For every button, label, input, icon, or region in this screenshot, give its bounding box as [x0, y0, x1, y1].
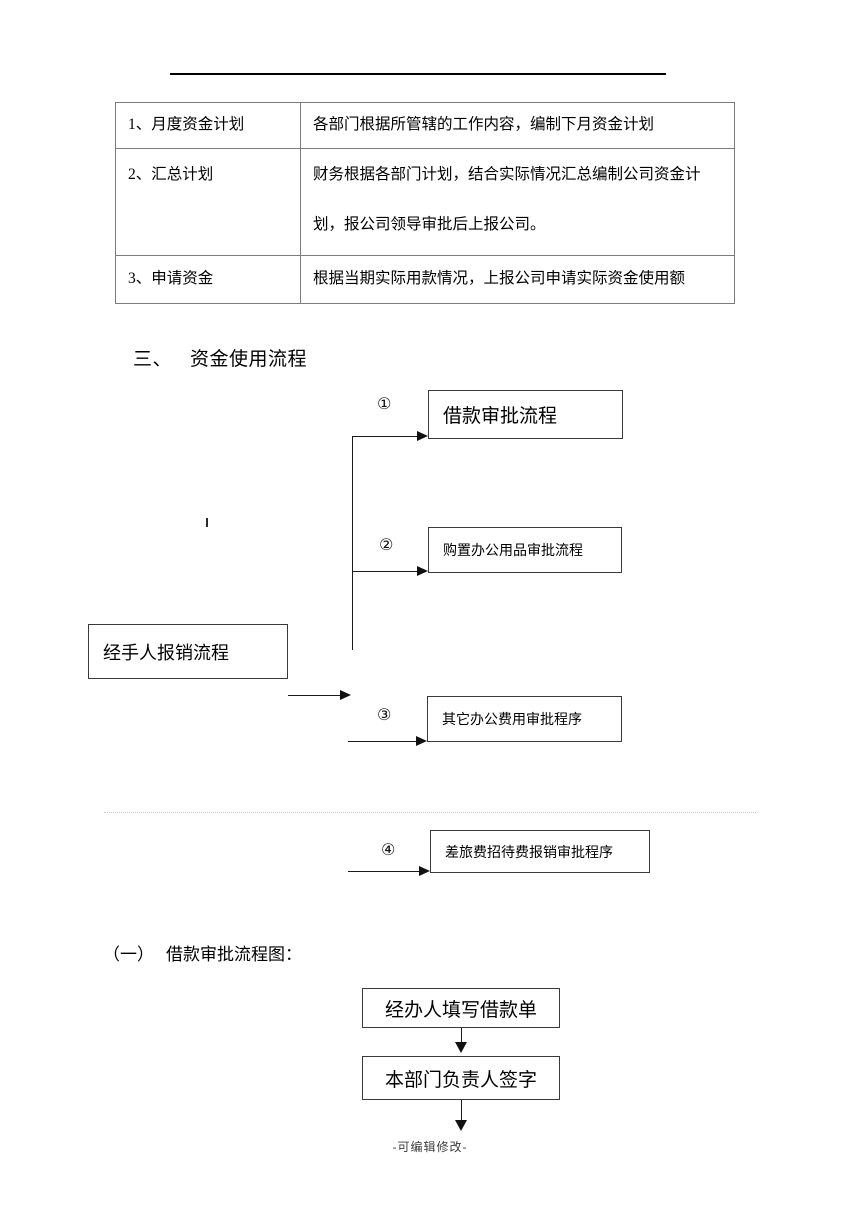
table-row: 3、申请资金 根据当期实际用款情况，上报公司申请实际资金使用额: [115, 255, 735, 304]
flow-step-fill-loan-form: 经办人填写借款单: [362, 988, 560, 1028]
arrow-to-box-1: [417, 431, 428, 441]
funding-plan-table: 1、月度资金计划 各部门根据所管辖的工作内容，编制下月资金计划 2、汇总计划 财…: [115, 102, 735, 304]
subsection-heading-one: （一） 借款审批流程图：: [103, 940, 302, 965]
table-cell-content: 根据当期实际用款情况，上报公司申请实际资金使用额: [300, 255, 735, 304]
table-cell-label: 1、月度资金计划: [115, 102, 301, 149]
arrow-to-box-3: [416, 736, 427, 746]
branch-marker-1: ①: [377, 394, 392, 413]
connector-branch2-horizontal: [352, 571, 417, 572]
connector-step2-outflow: [461, 1100, 462, 1122]
flow-box-other-expense-approval: 其它办公费用审批程序: [427, 696, 622, 742]
table-row: 2、汇总计划 财务根据各部门计划，结合实际情况汇总编制公司资金计 划，报公司领导…: [115, 148, 735, 256]
cell-text-line: 划，报公司领导审批后上报公司。: [313, 216, 546, 234]
table-cell-label: 3、申请资金: [115, 255, 301, 304]
arrow-to-box-2: [417, 566, 428, 576]
flow-box-loan-approval: 借款审批流程: [428, 390, 623, 439]
subsection-number: （一）: [103, 945, 154, 964]
section-heading-three: 三、资金使用流程: [133, 344, 307, 371]
table-cell-content: 财务根据各部门计划，结合实际情况汇总编制公司资金计 划，报公司领导审批后上报公司…: [300, 148, 735, 256]
connector-branch3-horizontal: [348, 741, 416, 742]
flow-box-handler-reimbursement: 经手人报销流程: [88, 624, 288, 679]
cell-text-line: 根据当期实际用款情况，上报公司申请实际资金使用额: [313, 270, 686, 288]
section-title: 资金使用流程: [190, 349, 308, 370]
flow-box-travel-expense-approval: 差旅费招待费报销审批程序: [430, 830, 650, 873]
table-cell-label: 2、汇总计划: [115, 148, 301, 256]
flow-box-office-supply-approval: 购置办公用品审批流程: [428, 527, 622, 573]
stray-ink-mark: [206, 518, 208, 527]
footer-note: -可编辑修改-: [392, 1140, 468, 1154]
arrow-step1-to-step2: [455, 1042, 467, 1053]
table-cell-content: 各部门根据所管辖的工作内容，编制下月资金计划: [300, 102, 735, 149]
cell-text-line: 财务根据各部门计划，结合实际情况汇总编制公司资金计: [313, 166, 701, 183]
header-rule: [170, 73, 666, 75]
connector-source-horizontal: [288, 695, 340, 696]
branch-marker-4: ④: [381, 840, 396, 859]
arrow-step2-outflow: [455, 1120, 467, 1131]
connector-trunk-vertical: [352, 436, 353, 650]
connector-branch1-horizontal: [352, 436, 417, 437]
arrow-source-outflow: [340, 690, 351, 700]
branch-marker-3: ③: [377, 705, 392, 724]
page-separator-dotted: [104, 812, 756, 813]
section-number: 三、: [133, 349, 173, 370]
connector-step1-to-step2: [461, 1028, 462, 1044]
table-row: 1、月度资金计划 各部门根据所管辖的工作内容，编制下月资金计划: [115, 102, 735, 149]
cell-text-line: 各部门根据所管辖的工作内容，编制下月资金计划: [313, 116, 655, 134]
flow-step-department-head-sign: 本部门负责人签字: [362, 1056, 560, 1100]
arrow-to-box-4: [419, 866, 430, 876]
branch-marker-2: ②: [379, 535, 394, 554]
subsection-title: 借款审批流程图：: [166, 945, 302, 964]
connector-branch4-horizontal: [348, 871, 419, 872]
